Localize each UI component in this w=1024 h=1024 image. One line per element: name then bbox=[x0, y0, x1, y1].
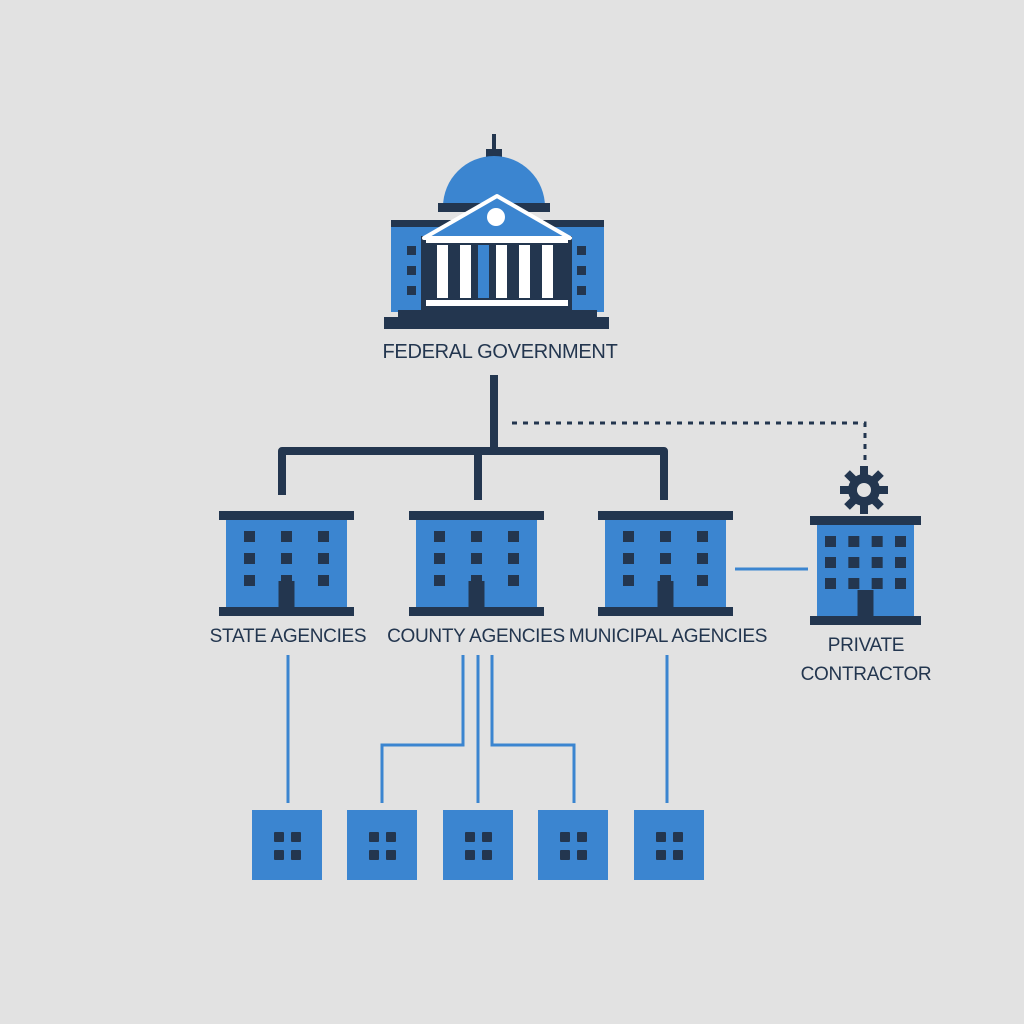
sub-unit-building-icon bbox=[252, 810, 322, 880]
hierarchy-connectors bbox=[278, 375, 668, 500]
federal-government-label: FEDERAL GOVERNMENT bbox=[382, 341, 618, 363]
sub-unit-building-icon bbox=[538, 810, 608, 880]
contractor-dotted-link bbox=[512, 421, 867, 460]
contractor-building-icon bbox=[810, 516, 921, 625]
municipal-agencies-label: MUNICIPAL AGENCIES bbox=[568, 626, 768, 647]
state-agencies-building-icon bbox=[219, 511, 354, 616]
private-contractor-label-line1: PRIVATE bbox=[827, 635, 905, 656]
gear-icon bbox=[840, 466, 888, 514]
private-contractor-label-line2: CONTRACTOR bbox=[800, 664, 932, 685]
sub-units bbox=[252, 810, 704, 880]
municipal-agencies-building-icon bbox=[598, 511, 733, 616]
sub-unit-building-icon bbox=[634, 810, 704, 880]
capitol-building-icon bbox=[384, 134, 609, 329]
county-agencies-building-icon bbox=[409, 511, 544, 616]
sub-unit-connectors bbox=[286, 655, 669, 803]
sub-unit-building-icon bbox=[347, 810, 417, 880]
county-agencies-label: COUNTY AGENCIES bbox=[387, 626, 565, 647]
state-agencies-label: STATE AGENCIES bbox=[209, 626, 367, 647]
sub-unit-building-icon bbox=[443, 810, 513, 880]
private-contractor-label: PRIVATE CONTRACTOR bbox=[786, 631, 946, 689]
